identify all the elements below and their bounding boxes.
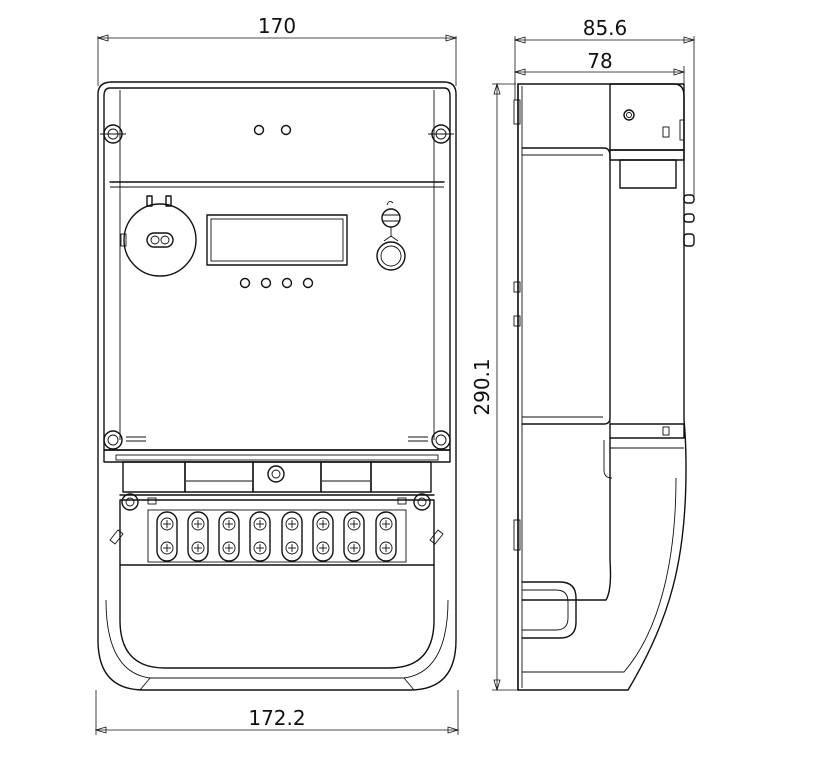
screw-mid-right <box>408 430 451 450</box>
indicator-dot <box>260 277 272 289</box>
terminal-pair <box>187 511 209 562</box>
screw-top-left <box>100 124 126 144</box>
side-lower-section <box>513 99 613 601</box>
dimension-label-top-width: 170 <box>258 14 296 38</box>
front-upper-cover <box>103 87 451 451</box>
terminal-pair <box>218 511 240 562</box>
side-view <box>513 83 695 691</box>
dimension-label-height: 290.1 <box>470 358 494 415</box>
indicator-dot <box>239 277 251 289</box>
side-middle-panel <box>521 147 685 449</box>
side-connectors <box>679 119 695 247</box>
dimension-top-width: 170 <box>96 14 458 86</box>
lcd-display <box>206 214 348 266</box>
screw-mid-left <box>103 430 146 450</box>
terminal-pair <box>156 511 178 562</box>
dimension-label-bottom-width: 172.2 <box>248 706 305 730</box>
side-cable-slot <box>521 581 577 639</box>
front-outer-body <box>97 81 457 691</box>
terminal-pair <box>249 511 271 562</box>
dimension-label-side-depth-total: 85.6 <box>583 16 628 40</box>
side-upper-block <box>609 83 685 189</box>
dimension-label-side-depth-body: 78 <box>587 49 612 73</box>
side-outer-profile <box>517 83 687 691</box>
seal-screw <box>381 200 401 237</box>
optical-port <box>120 195 197 277</box>
front-view <box>97 81 457 691</box>
terminal-pairs <box>156 511 397 562</box>
terminal-pair <box>343 511 365 562</box>
terminal-pair <box>281 511 303 562</box>
terminal-pair <box>375 511 397 562</box>
dimension-side-depth-body: 78 <box>513 49 686 90</box>
indicator-dot <box>281 277 293 289</box>
terminal-pair <box>312 511 334 562</box>
screw-top-right <box>428 124 454 144</box>
dimension-side-depth-total: 85.6 <box>513 16 696 200</box>
bottom-cover <box>105 564 449 691</box>
led-indicator-left <box>253 124 265 136</box>
side-bottom-curve <box>522 477 677 673</box>
indicator-dot <box>302 277 314 289</box>
dimension-height: 290.1 <box>470 82 530 692</box>
display-indicators <box>239 277 314 289</box>
terminal-block <box>109 493 444 566</box>
push-button <box>376 235 406 271</box>
dimension-bottom-width: 172.2 <box>94 690 460 735</box>
led-indicator-right <box>280 124 292 136</box>
terminal-cover-top <box>103 449 451 496</box>
